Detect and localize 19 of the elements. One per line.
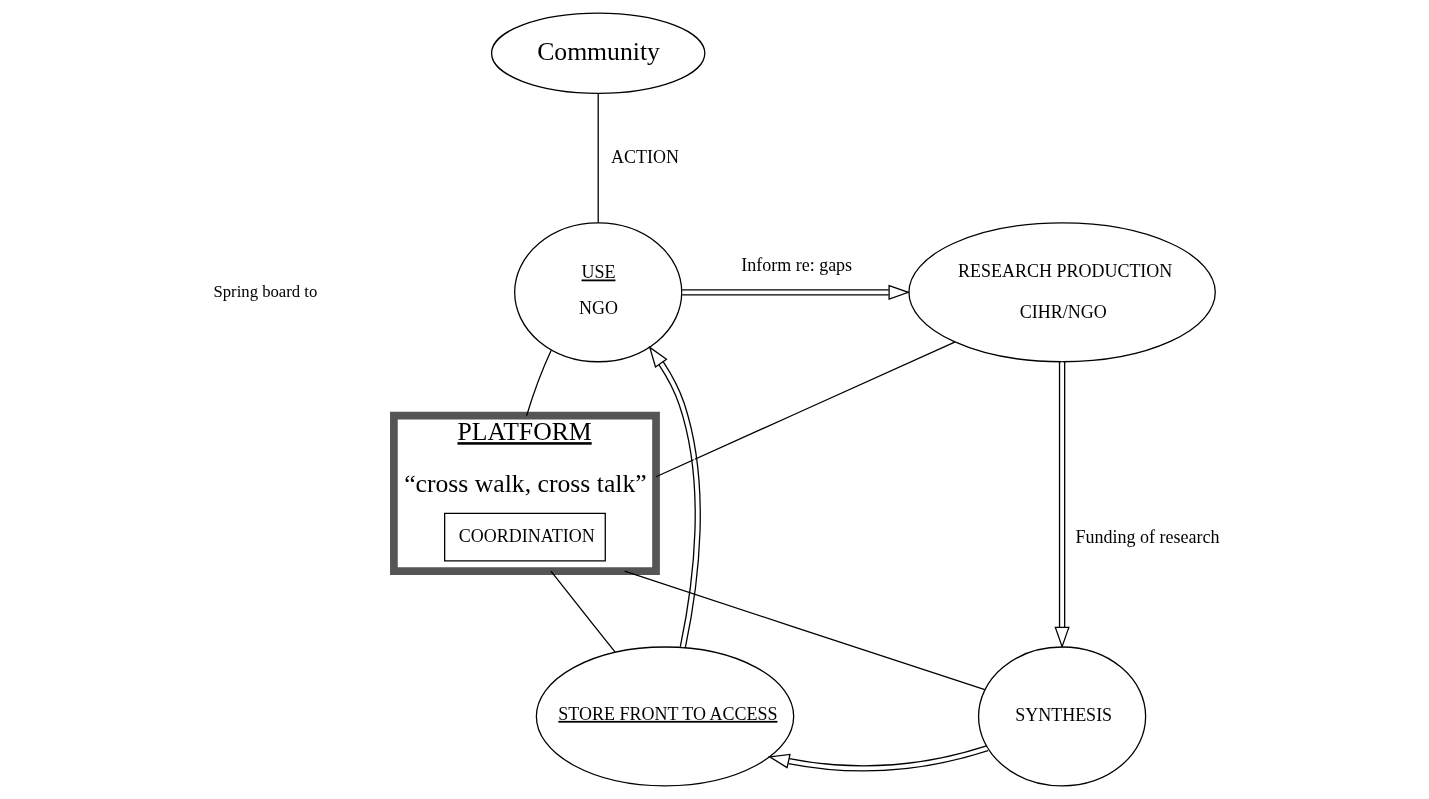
arrow <box>648 345 701 649</box>
connector <box>597 92 599 224</box>
edge-label: Funding of research <box>1075 526 1220 547</box>
node-box: COORDINATION <box>444 512 606 562</box>
node-ellipse: RESEARCH PRODUCTION CIHR/NGO <box>908 222 1216 363</box>
arrow <box>767 745 989 772</box>
node-ellipse: USE NGO <box>514 222 683 363</box>
connector <box>525 349 552 417</box>
label: Spring board to <box>213 281 318 301</box>
node-ellipse: STORE FRONT TO ACCESS <box>535 646 795 787</box>
edge-label: ACTION <box>611 147 679 168</box>
connector <box>655 341 956 478</box>
connector <box>623 570 986 691</box>
node-ellipse: SYNTHESIS <box>977 646 1147 787</box>
arrow <box>681 284 911 300</box>
edge-label: Inform re: gaps <box>741 255 853 276</box>
arrow <box>1054 361 1070 649</box>
connector <box>550 570 616 653</box>
node-ellipse: Community <box>490 12 706 94</box>
